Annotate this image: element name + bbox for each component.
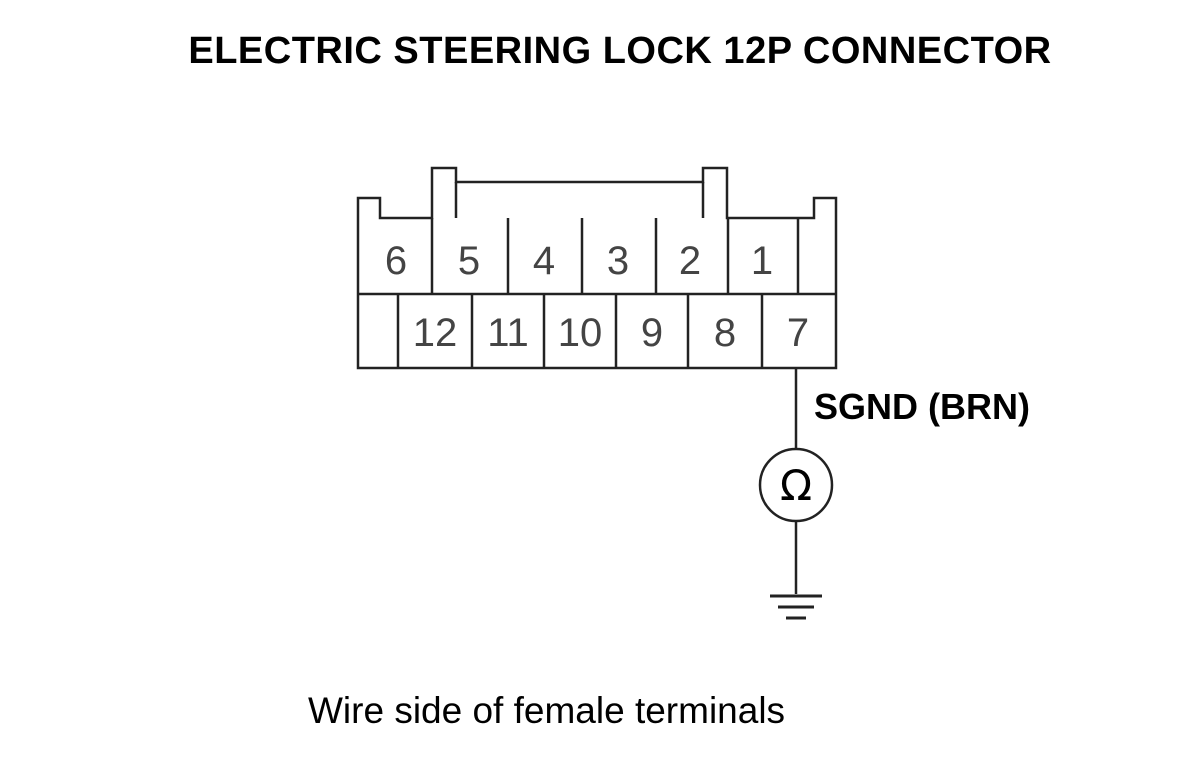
- pin-9: 9: [641, 311, 663, 355]
- pin-3: 3: [607, 239, 629, 283]
- ground-icon: [770, 594, 822, 620]
- diagram-caption: Wire side of female terminals: [308, 690, 786, 731]
- pin-10: 10: [558, 311, 603, 355]
- pin-4: 4: [533, 239, 555, 283]
- pin-7: 7: [787, 311, 809, 355]
- pin-6: 6: [385, 239, 407, 283]
- pin-12: 12: [413, 311, 458, 355]
- pin-2: 2: [679, 239, 701, 283]
- pin-8: 8: [714, 311, 736, 355]
- wire-label: SGND (BRN): [814, 386, 1030, 427]
- pin-5: 5: [458, 239, 480, 283]
- pin-1: 1: [751, 239, 773, 283]
- ohm-symbol: Ω: [780, 461, 812, 510]
- pin-11: 11: [487, 311, 529, 355]
- diagram-title: ELECTRIC STEERING LOCK 12P CONNECTOR: [188, 30, 1052, 72]
